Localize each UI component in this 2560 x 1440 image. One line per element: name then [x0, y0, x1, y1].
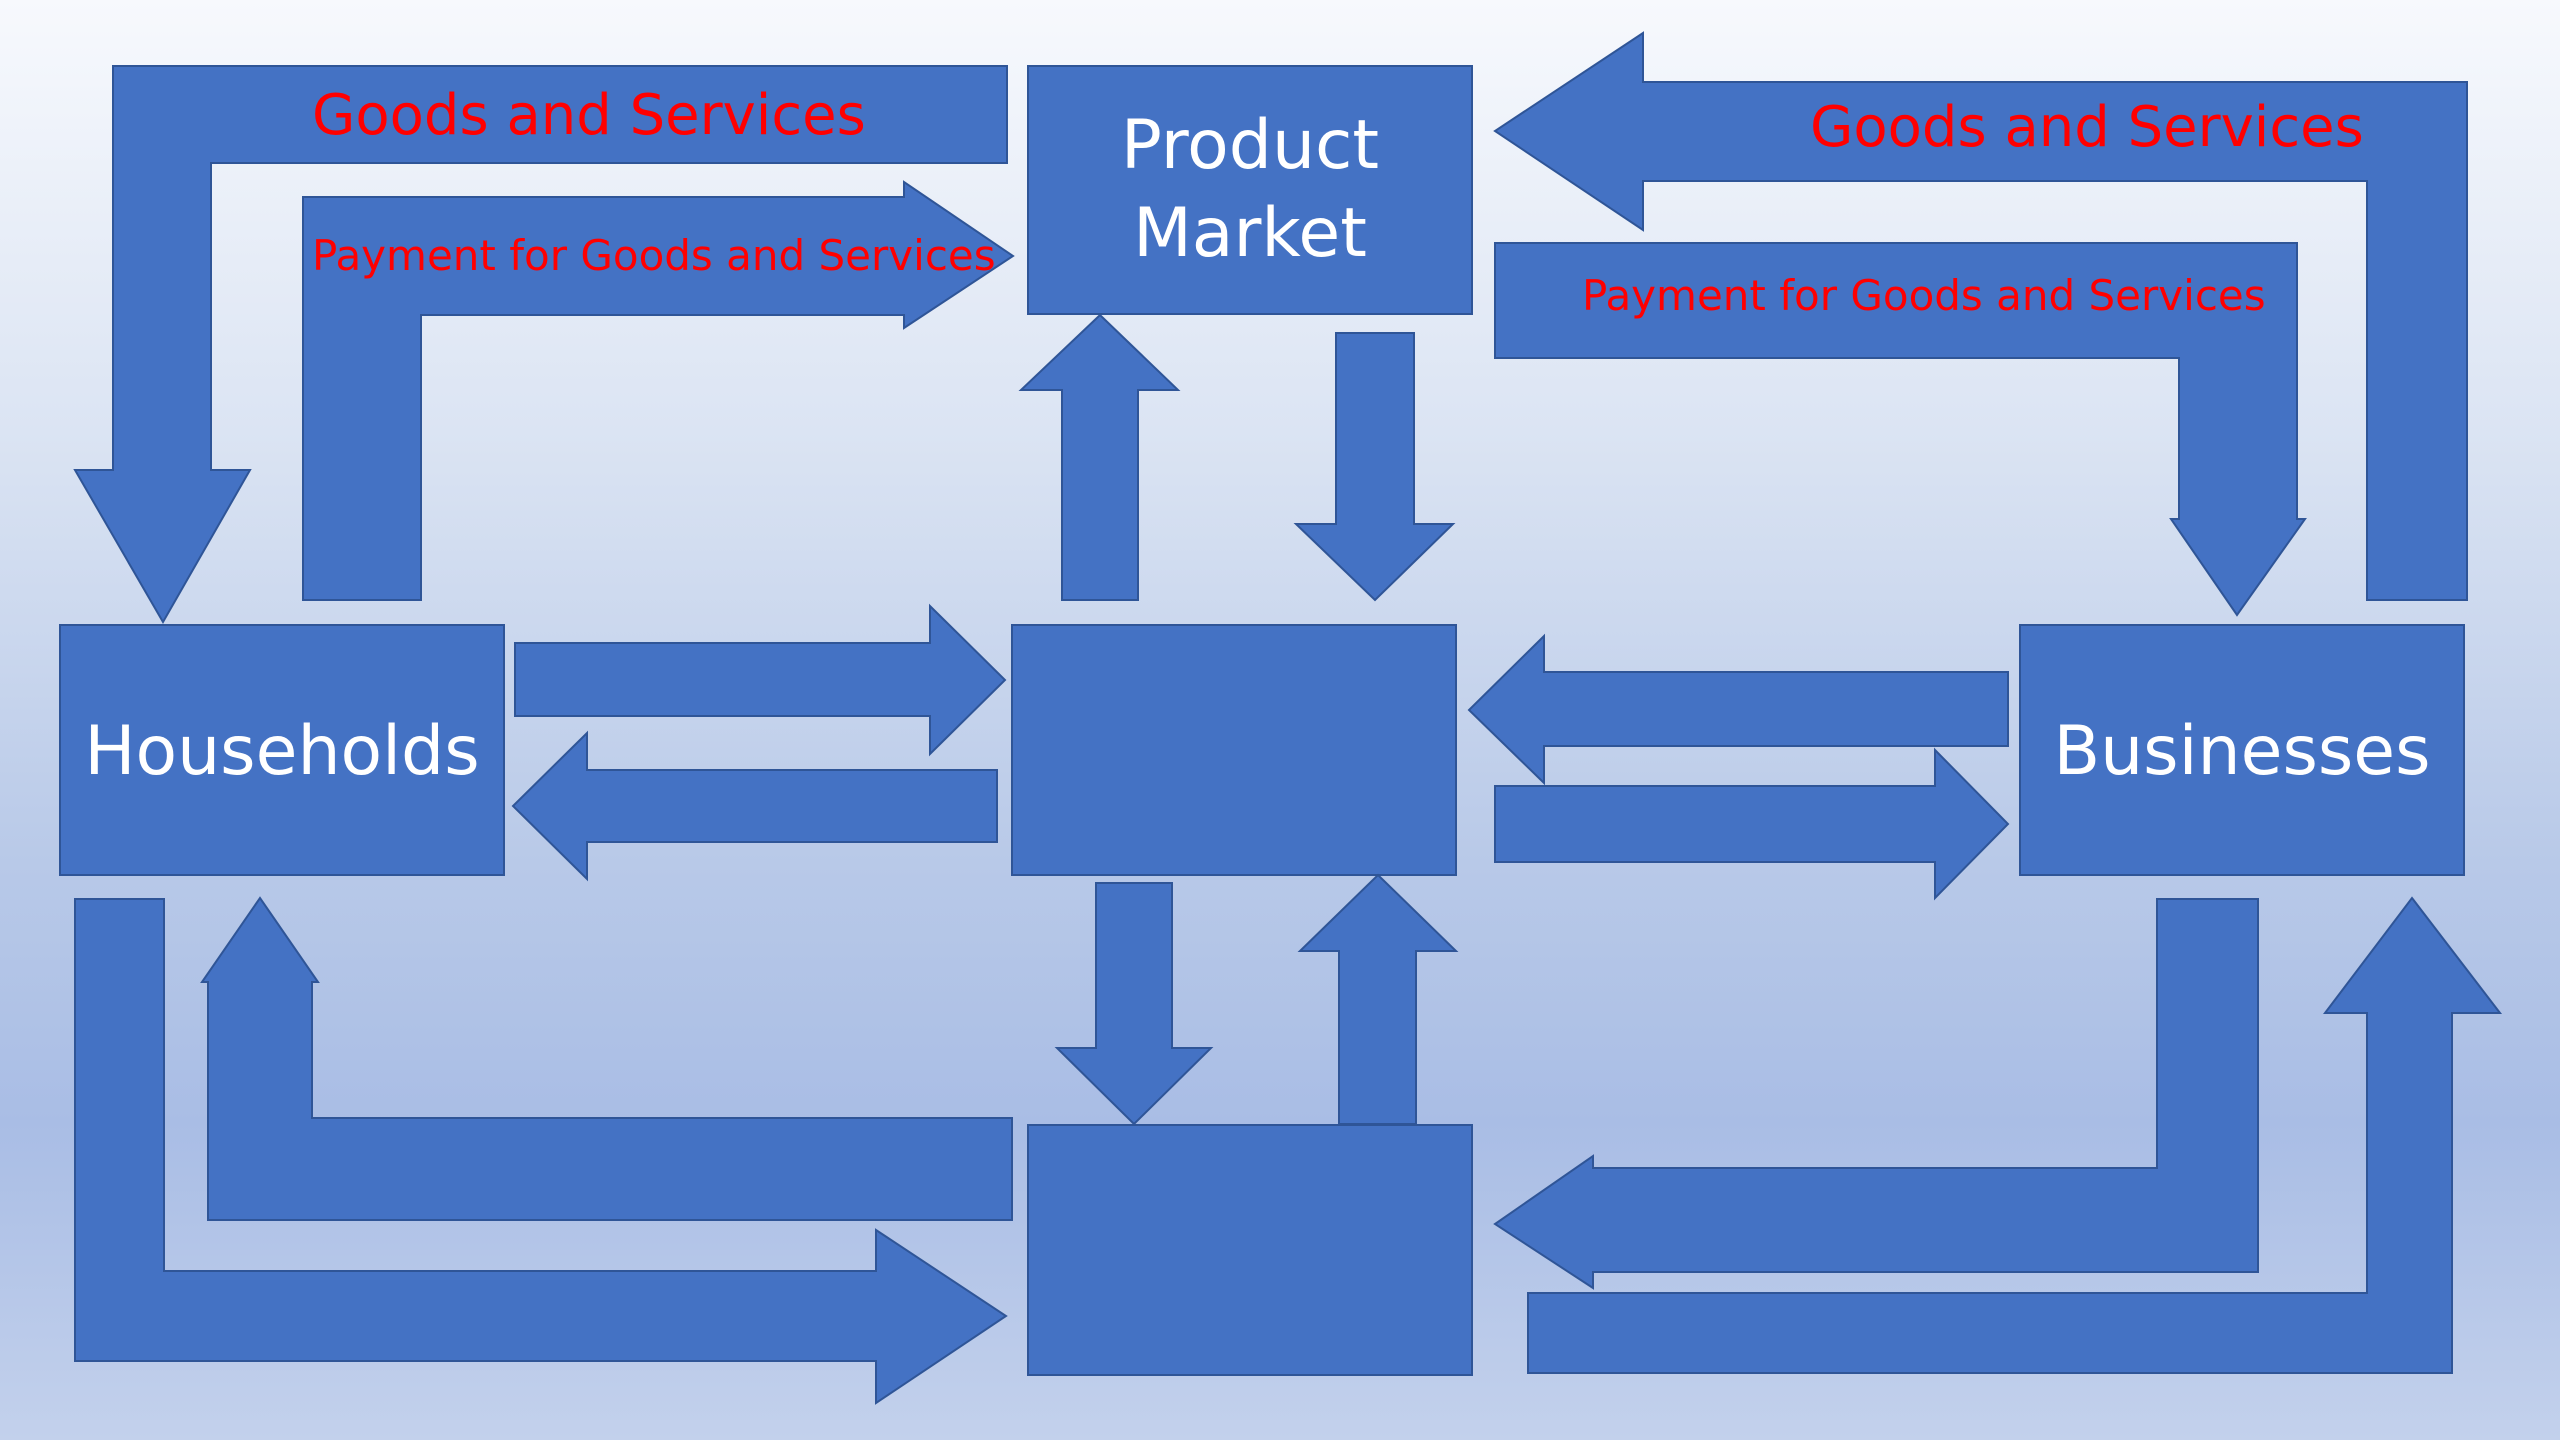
product-market-box [1027, 65, 1473, 315]
left-arrow-center-to-households [511, 730, 998, 882]
up-arrow-bottom-to-center [1297, 873, 1459, 1125]
households-label: Households [84, 712, 479, 791]
product-market-label-line2: Market [1133, 194, 1367, 273]
goods-services-arrow-to-households [73, 65, 1008, 625]
center-box [1011, 624, 1457, 876]
payment-arrow-to-product-market [302, 180, 1015, 601]
down-arrow-center-to-bottom [1054, 882, 1214, 1126]
bottom-box [1027, 1124, 1473, 1376]
left-arrow-businesses-to-center [1467, 633, 2009, 786]
right-arrow-center-to-businesses [1494, 747, 2010, 901]
right-arrow-households-to-center [514, 603, 1007, 757]
inner-arrow-bottom-to-households [200, 896, 1013, 1221]
outer-arrow-bottom-to-businesses [1527, 896, 2503, 1374]
product-market-label-line1: Product [1121, 106, 1379, 185]
top-left-goods-label: Goods and Services [312, 83, 866, 148]
up-arrow-to-product-market [1018, 313, 1181, 601]
top-left-payment-label: Payment for Goods and Services [312, 231, 996, 280]
households-box [59, 624, 505, 876]
inner-arrow-businesses-to-bottom [1493, 898, 2259, 1290]
businesses-label: Businesses [2053, 712, 2430, 791]
outer-arrow-households-to-bottom [74, 898, 1008, 1405]
top-right-goods-label: Goods and Services [1810, 95, 2364, 160]
down-arrow-from-product-market [1293, 332, 1456, 602]
payment-arrow-to-businesses [1494, 242, 2307, 617]
top-right-payment-label: Payment for Goods and Services [1582, 271, 2266, 320]
businesses-box [2019, 624, 2465, 876]
goods-services-arrow-to-product-market [1493, 31, 2468, 601]
